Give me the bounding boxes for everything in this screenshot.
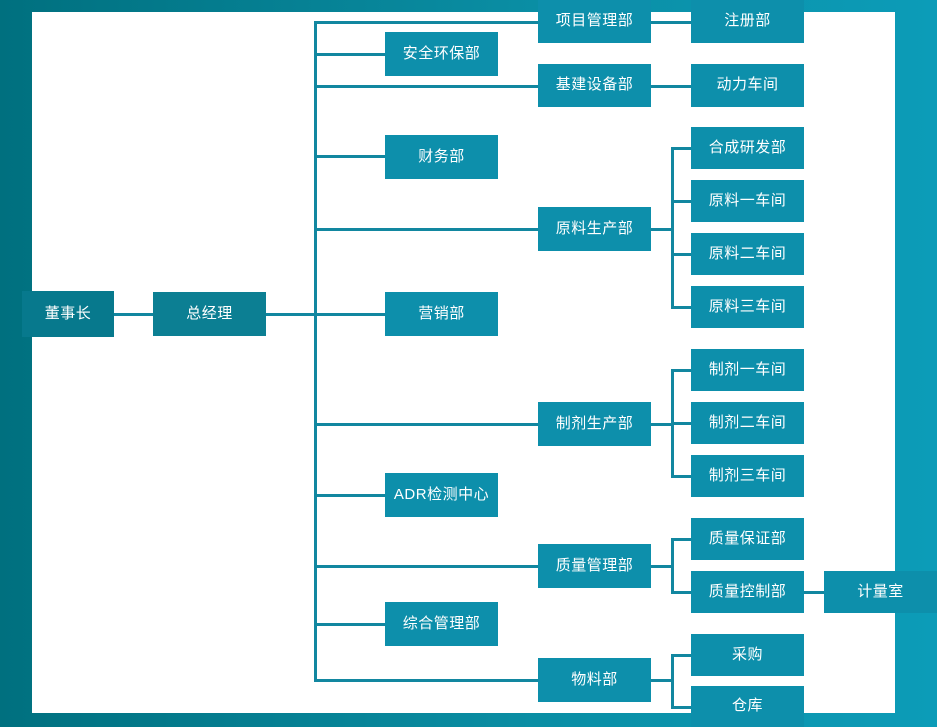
node-infrastructure-equipment-label: 基建设备部	[555, 76, 634, 94]
node-safety-environment[interactable]: 安全环保部	[385, 32, 498, 76]
connector-raw-to-workshop-3	[671, 306, 693, 309]
branch-quality-management	[314, 565, 540, 568]
node-synthesis-rd[interactable]: 合成研发部	[691, 127, 804, 169]
node-preparation-workshop-1-label: 制剂一车间	[708, 360, 787, 378]
node-preparation-workshop-3-label: 制剂三车间	[708, 466, 787, 484]
connector-prep-to-workshop-1	[671, 369, 693, 372]
connector-project-to-registration	[650, 21, 693, 24]
node-metrology-room[interactable]: 计量室	[824, 571, 937, 613]
node-preparation-workshop-2-label: 制剂二车间	[708, 413, 787, 431]
connector-quality-spine	[671, 538, 674, 593]
connector-materials-stem	[650, 679, 674, 682]
connector-chairman-to-gm	[113, 313, 155, 316]
node-preparation-workshop-3[interactable]: 制剂三车间	[691, 455, 804, 497]
node-finance[interactable]: 财务部	[385, 135, 498, 179]
node-raw-material-workshop-2[interactable]: 原料二车间	[691, 233, 804, 275]
node-finance-label: 财务部	[418, 147, 465, 165]
node-chairman-label: 董事长	[44, 304, 92, 322]
branch-marketing	[314, 313, 387, 316]
connector-raw-to-synthesis-rd	[671, 147, 693, 150]
connector-prep-to-workshop-2	[671, 422, 693, 425]
connector-raw-material-spine	[671, 147, 674, 308]
connector-quality-to-control	[671, 591, 693, 594]
node-materials-label: 物料部	[571, 670, 618, 688]
node-registration[interactable]: 注册部	[691, 0, 804, 43]
branch-finance	[314, 155, 387, 158]
node-general-administration[interactable]: 综合管理部	[385, 602, 498, 646]
connector-preparation-stem	[650, 423, 674, 426]
node-raw-material-production-label: 原料生产部	[555, 219, 634, 237]
connector-quality-to-assurance	[671, 538, 693, 541]
node-raw-material-workshop-2-label: 原料二车间	[708, 244, 787, 262]
branch-general-administration	[314, 623, 387, 626]
node-general-manager-label: 总经理	[186, 304, 233, 322]
trunk-vertical-line	[314, 22, 317, 681]
node-raw-material-workshop-3[interactable]: 原料三车间	[691, 286, 804, 328]
node-quality-assurance-label: 质量保证部	[708, 529, 787, 547]
connector-materials-to-purchasing	[671, 654, 693, 657]
connector-control-to-metrology	[803, 591, 826, 594]
node-purchasing[interactable]: 采购	[691, 634, 804, 676]
node-power-workshop-label: 动力车间	[716, 76, 779, 94]
node-preparation-workshop-1[interactable]: 制剂一车间	[691, 349, 804, 391]
node-purchasing-label: 采购	[731, 645, 763, 663]
connector-materials-to-warehouse	[671, 706, 693, 709]
connector-raw-material-stem	[650, 228, 674, 231]
connector-raw-to-workshop-1	[671, 200, 693, 203]
node-synthesis-rd-label: 合成研发部	[708, 138, 787, 156]
node-quality-control-label: 质量控制部	[708, 582, 787, 600]
branch-adr-center	[314, 494, 387, 497]
branch-infrastructure-equipment	[314, 85, 540, 88]
node-chairman[interactable]: 董事长	[22, 291, 114, 337]
node-power-workshop[interactable]: 动力车间	[691, 64, 804, 107]
node-raw-material-workshop-1-label: 原料一车间	[708, 191, 787, 209]
node-infrastructure-equipment[interactable]: 基建设备部	[538, 64, 651, 107]
node-warehouse[interactable]: 仓库	[691, 686, 804, 727]
node-raw-material-workshop-3-label: 原料三车间	[708, 297, 787, 315]
node-general-manager[interactable]: 总经理	[153, 292, 266, 336]
node-metrology-room-label: 计量室	[857, 582, 904, 600]
connector-materials-spine	[671, 654, 674, 708]
node-registration-label: 注册部	[724, 12, 771, 30]
node-adr-center[interactable]: ADR检测中心	[385, 473, 498, 517]
connector-infrastructure-to-power	[650, 85, 693, 88]
node-raw-material-production[interactable]: 原料生产部	[538, 207, 651, 251]
node-safety-environment-label: 安全环保部	[402, 44, 481, 62]
connector-quality-stem	[650, 565, 674, 568]
branch-materials	[314, 679, 540, 682]
node-marketing[interactable]: 营销部	[385, 292, 498, 336]
connector-prep-to-workshop-3	[671, 475, 693, 478]
branch-safety-environment	[314, 53, 387, 56]
node-quality-management[interactable]: 质量管理部	[538, 544, 651, 588]
node-preparation-production-label: 制剂生产部	[555, 414, 634, 432]
node-quality-assurance[interactable]: 质量保证部	[691, 518, 804, 560]
node-warehouse-label: 仓库	[731, 697, 763, 715]
connector-raw-to-workshop-2	[671, 253, 693, 256]
branch-project-management	[314, 21, 540, 24]
node-marketing-label: 营销部	[418, 304, 465, 322]
node-raw-material-workshop-1[interactable]: 原料一车间	[691, 180, 804, 222]
node-quality-management-label: 质量管理部	[555, 556, 634, 574]
node-general-administration-label: 综合管理部	[402, 614, 481, 632]
node-adr-center-label: ADR检测中心	[393, 485, 490, 503]
node-preparation-workshop-2[interactable]: 制剂二车间	[691, 402, 804, 444]
connector-gm-to-trunk	[264, 313, 317, 316]
node-materials[interactable]: 物料部	[538, 658, 651, 702]
node-quality-control[interactable]: 质量控制部	[691, 571, 804, 613]
node-project-management-label: 项目管理部	[555, 12, 634, 30]
branch-raw-material-production	[314, 228, 540, 231]
branch-preparation-production	[314, 423, 540, 426]
node-project-management[interactable]: 项目管理部	[538, 0, 651, 43]
node-preparation-production[interactable]: 制剂生产部	[538, 402, 651, 446]
